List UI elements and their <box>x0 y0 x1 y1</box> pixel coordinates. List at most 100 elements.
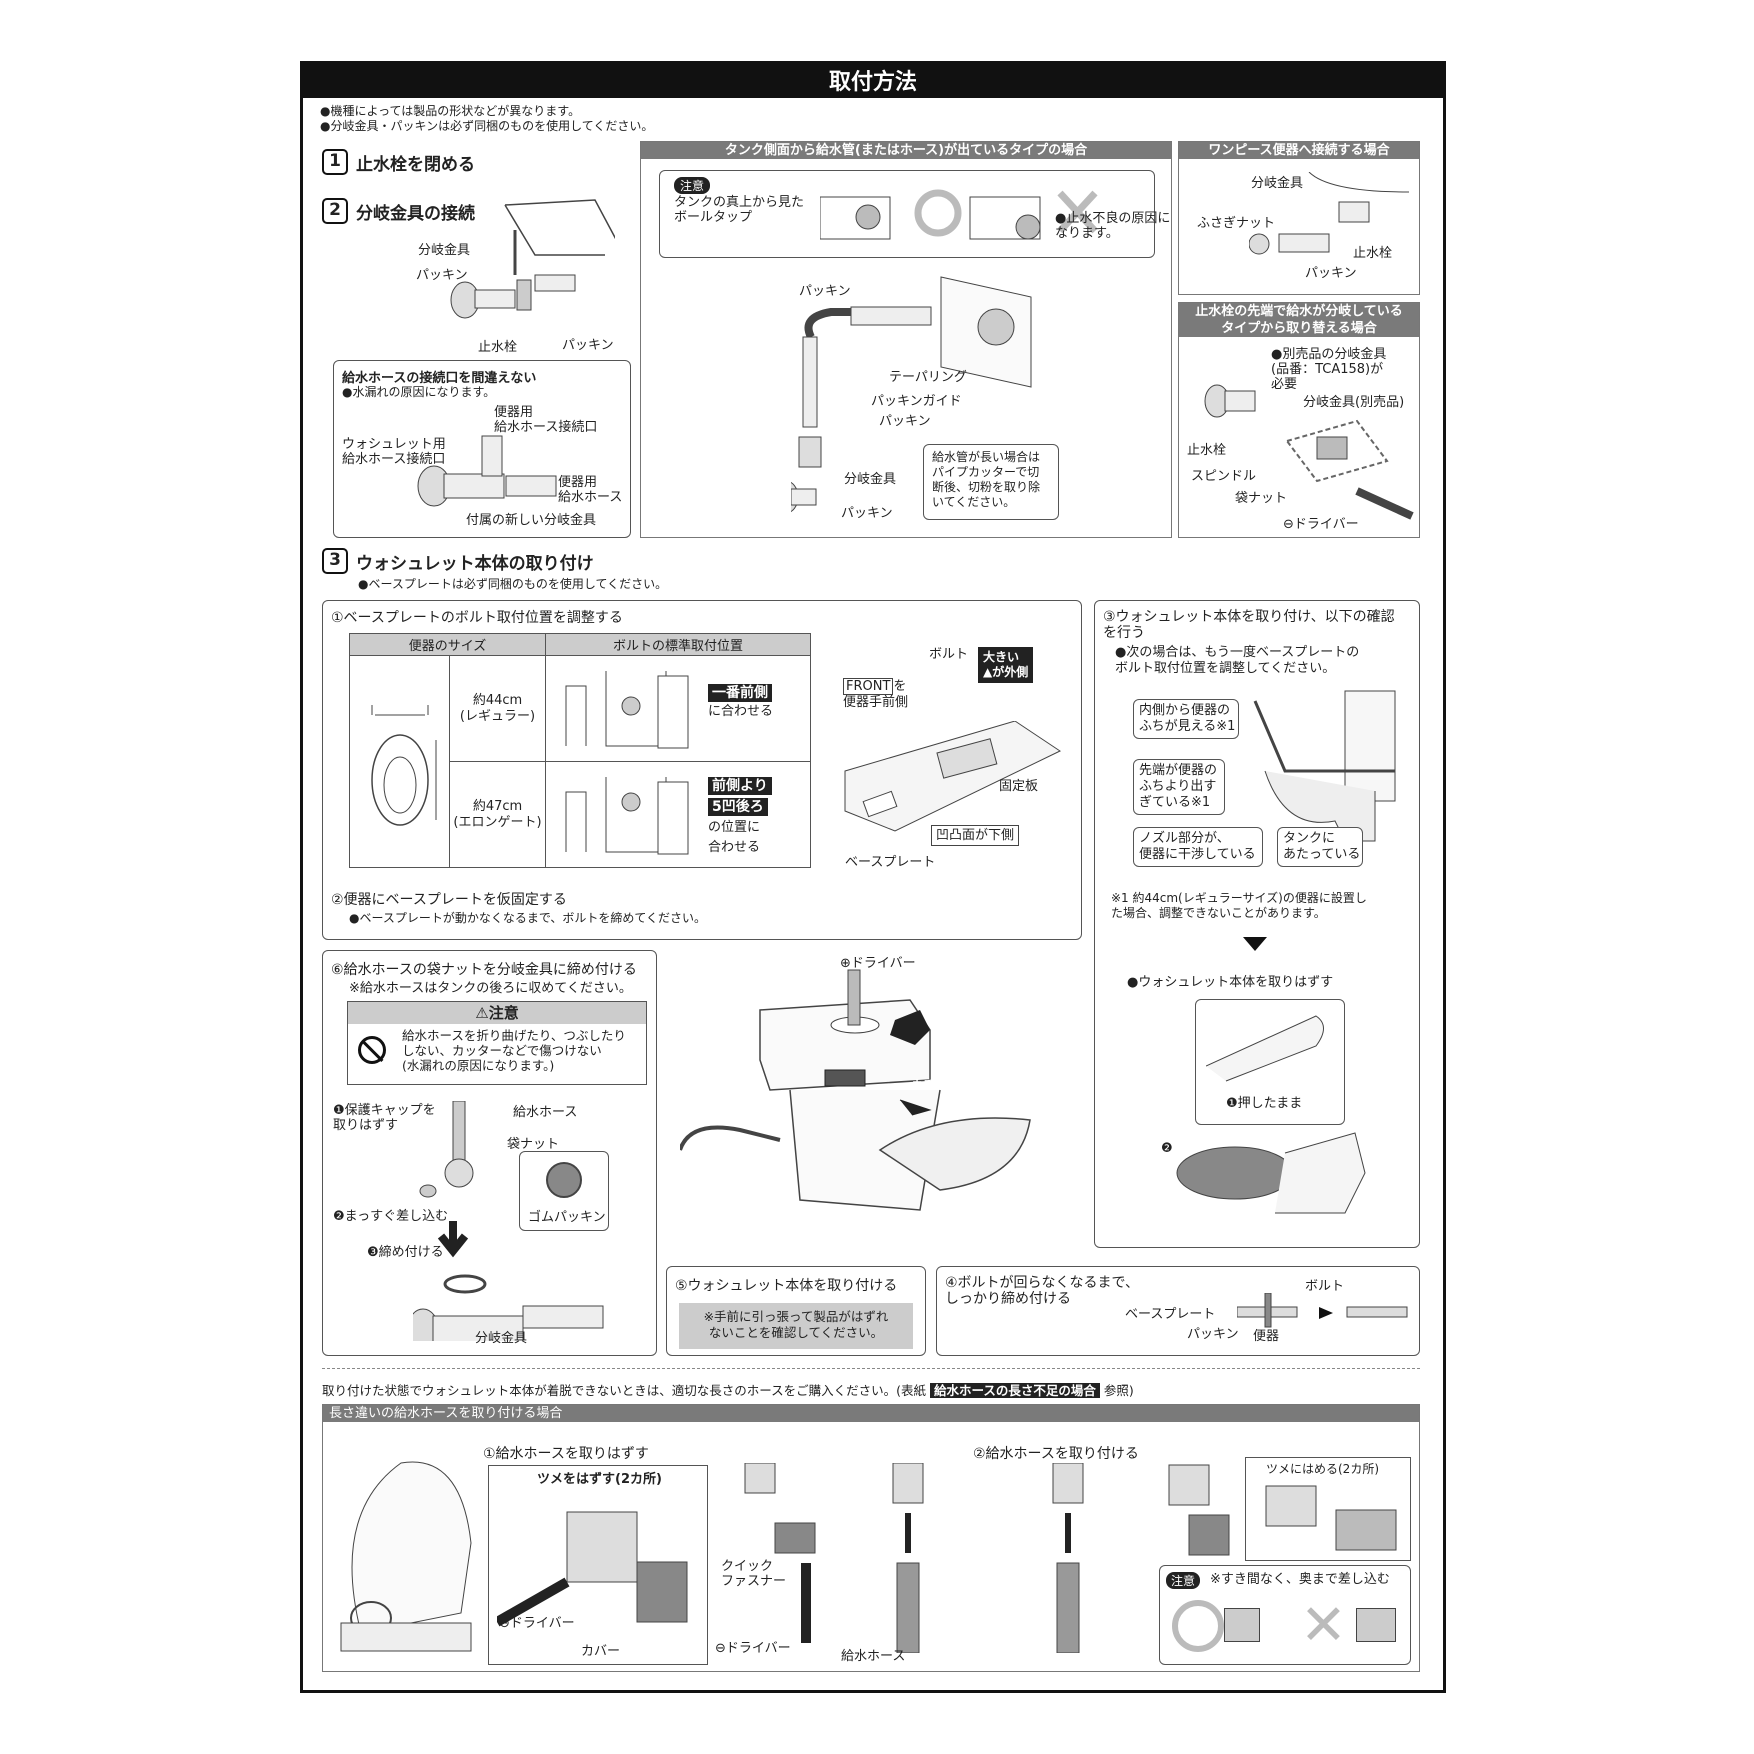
bolt-plate-illustration <box>565 671 689 749</box>
hose-connect-illustration <box>413 1101 604 1341</box>
check-nozzle: ノズル部分が、 便器に干渉している <box>1133 827 1263 867</box>
label-bunki: 分岐金具 <box>475 1331 528 1346</box>
col-position: ボルトの標準取付位置 <box>545 633 811 656</box>
chui-badge: 注意 <box>674 177 711 194</box>
step-number: 2 <box>322 198 348 224</box>
caution-text: ●水漏れの原因になります。 <box>342 385 496 399</box>
purchase-note-ref: 参照) <box>1103 1383 1134 1398</box>
panel-header: ワンピース便器へ接続する場合 <box>1179 142 1419 159</box>
label-driver: ⊖ドライバー <box>499 1616 575 1631</box>
position-highlight: 一番前側 <box>708 684 772 702</box>
col-size: 便器のサイズ <box>349 633 546 656</box>
onepiece-panel: ワンピース便器へ接続する場合 分岐金具 ふさぎナット 止水栓 パッキン <box>1178 141 1420 295</box>
panel-header: タンク側面から給水管(またはホース)が出ているタイプの場合 <box>641 142 1171 159</box>
insert-caution-box: 注意 ※すき間なく、奥まで差し込む ✕ <box>1159 1565 1411 1665</box>
label-ototsu-down: 凹凸面が下側 <box>931 825 1020 846</box>
chui-badge: 注意 <box>1166 1572 1201 1589</box>
label-benki-hose: 便器用 給水ホース <box>558 475 623 505</box>
front-text: を 便器手前側 <box>843 679 909 710</box>
tsume-remove-box: ツメをはずす(2カ所) ⊖ドライバー カバー <box>488 1465 708 1665</box>
check-rim-visible: 内側から便器の ふちが見える※1 <box>1133 699 1239 739</box>
bunki-connection-illustration <box>450 199 615 319</box>
position-text: の位置に 合わせる <box>708 820 761 855</box>
warning-title: ⚠注意 <box>348 1002 646 1024</box>
packing-icon <box>546 1162 582 1198</box>
ballview-text: タンクの真上から見た ボールタップ <box>674 195 805 225</box>
dashed-divider <box>322 1368 1420 1369</box>
hose-pull-illustration <box>892 1463 924 1653</box>
toilet-install-illustration <box>680 969 1031 1211</box>
remove-note: ●ウォシュレット本体を取りはずす <box>1127 975 1334 990</box>
label-washlet-port: ウォシュレット用 給水ホース接続口 <box>342 437 446 467</box>
ok-circle-icon <box>1172 1600 1224 1652</box>
label-bunki: 分岐金具 <box>844 472 897 487</box>
panel-header: 長さ違いの給水ホースを取り付ける場合 <box>323 1405 1419 1422</box>
position-highlight: 5凹後ろ <box>708 798 768 816</box>
label-packing: パッキン <box>841 506 893 521</box>
label-quick-fastener: クイック ファスナー <box>721 1559 787 1589</box>
label-driver: ⊖ドライバー <box>1283 517 1359 532</box>
label-driver: ⊖ドライバー <box>715 1641 791 1656</box>
tca158-note: ●別売品の分岐金具 (品番：TCA158)が 必要 <box>1271 347 1387 392</box>
shortage-tag: 給水ホースの長さ不足の場合 <box>930 1383 1100 1398</box>
step-1-heading: 1 止水栓を閉める <box>322 149 475 175</box>
step-insert: ❷まっすぐ差し込む <box>333 1209 449 1224</box>
step-label: 分岐金具の接続 <box>356 203 475 224</box>
panel-header: 止水栓の先端で給水が分岐している タイプから取り替える場合 <box>1179 303 1419 337</box>
sub2-title: ②便器にベースプレートを仮固定する <box>331 892 567 908</box>
sub1-title: ①ベースプレートのボルト取付位置を調整する <box>331 610 623 626</box>
remove-washlet-illustration <box>1176 1132 1366 1214</box>
size-regular: 約44cm (レギュラー) <box>449 655 546 762</box>
check-tank: タンクに あたっている <box>1277 827 1363 867</box>
ng-cross-icon: ✕ <box>1300 1593 1347 1658</box>
hose-connection-caution: 給水ホースの接続口を間違えない ●水漏れの原因になります。 便器用 給水ホース接… <box>333 360 631 538</box>
label-plus-driver: ⊕ドライバー <box>840 956 916 971</box>
washlet-attach-panel: ⑤ウォシュレット本体を取り付ける ※手前に引っ張って製品がはずれ ないことを確認… <box>666 1266 926 1356</box>
purchase-note-text: 取り付けた状態でウォシュレット本体が着脱できないときは、適切な長さのホースをご購… <box>322 1383 927 1398</box>
toilet-side-illustration <box>1253 690 1396 842</box>
label-spindle: スピンドル <box>1191 469 1257 484</box>
baseplate-adjust-panel: ①ベースプレートのボルト取付位置を調整する 便器のサイズ ボルトの標準取付位置 … <box>322 600 1082 940</box>
release-button-illustration <box>1206 1015 1324 1082</box>
step-label: 止水栓を閉める <box>356 154 475 175</box>
ballview-caution: 注意 タンクの真上から見た ボールタップ ●止水不良の原因に なります。 <box>659 170 1170 258</box>
onepiece-illustration <box>1249 172 1409 255</box>
label-fusagi-nut: ふさぎナット <box>1197 216 1276 231</box>
label-shisui: 止水栓 <box>478 340 518 355</box>
label-benki-port: 便器用 給水ホース接続口 <box>494 405 598 435</box>
bolt-plate-illustration <box>565 777 689 855</box>
label-bolt: ボルト <box>929 647 969 662</box>
position-note: 一番前側 に合わせる <box>708 684 773 721</box>
hold-label: ❶押したまま <box>1226 1096 1303 1111</box>
bolt-tighten-illustration <box>1237 1293 1408 1328</box>
step-2-heading: 2 分岐金具の接続 <box>322 198 475 224</box>
step-tighten: ❸締め付ける <box>367 1245 444 1260</box>
tsume-attach-label: ツメにはめる(2カ所) <box>1266 1462 1379 1476</box>
label-bunki: 分岐金具 <box>1251 176 1304 191</box>
label-bolt: ボルト <box>1305 1279 1345 1294</box>
step-number: 3 <box>322 548 348 574</box>
bad-note: ●止水不良の原因に なります。 <box>1055 211 1171 241</box>
hose-change-panel: 長さ違いの給水ホースを取り付ける場合 ①給水ホースを取りはずす ツメをはずす(2… <box>322 1404 1420 1672</box>
label-gomu-packing: ゴムパッキン <box>528 1210 606 1225</box>
tsume-remove-label: ツメをはずす(2カ所) <box>537 1472 662 1487</box>
step-remove-cap: ❶保護キャップを 取りはずす <box>333 1103 436 1133</box>
attach-hose-title: ②給水ホースを取り付ける <box>973 1446 1139 1462</box>
tsume-attach-illustration <box>1265 1485 1397 1551</box>
label-bunki-option: 分岐金具(別売品) <box>1303 395 1405 410</box>
tank-pipe-illustration <box>791 276 1032 513</box>
cover-attach-illustration <box>1168 1464 1230 1556</box>
sub3-title: ③ウォシュレット本体を取り付け、以下の確認 を行う <box>1103 609 1395 641</box>
label-hose: 給水ホース <box>841 1649 906 1664</box>
ballview-compare-illustration <box>820 189 1098 240</box>
remove-detail-box: ❶押したまま <box>1195 999 1345 1125</box>
toilet-top-view-icon <box>370 704 436 826</box>
sub5-title: ⑤ウォシュレット本体を取り付ける <box>675 1278 898 1294</box>
sub4-title: ④ボルトが回らなくなるまで、 しっかり締め付ける <box>945 1275 1139 1307</box>
prohibited-icon <box>358 1036 386 1064</box>
step-3-heading: 3 ウォシュレット本体の取り付け <box>322 548 594 574</box>
label-fukuro-nut: 袋ナット <box>1235 491 1288 506</box>
size-elongate: 約47cm (エロンゲート) <box>449 761 546 868</box>
regular-position-cell: 一番前側 に合わせる <box>545 655 811 762</box>
